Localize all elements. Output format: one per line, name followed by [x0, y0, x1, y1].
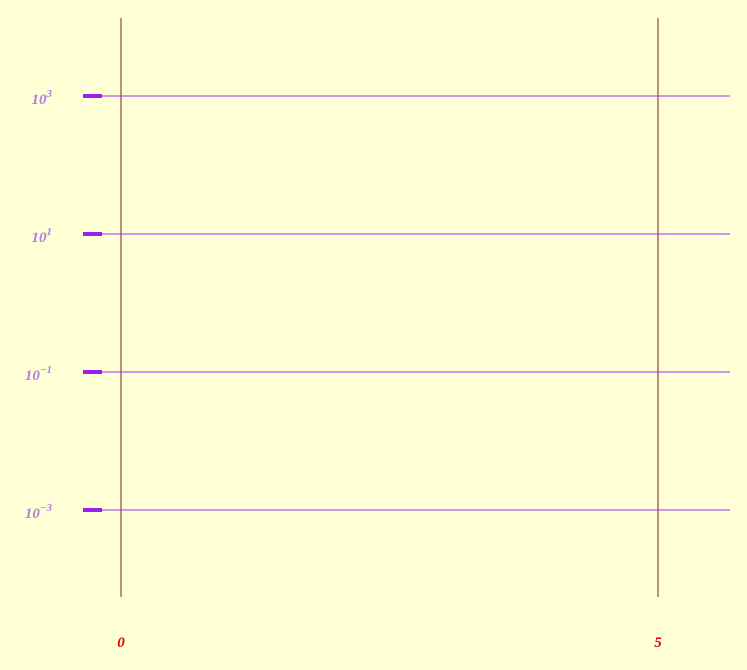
y-tick-mark	[83, 94, 102, 98]
vertical-gridlines	[120, 18, 659, 597]
y-tick-marks	[83, 94, 102, 512]
y-tick-mark	[83, 232, 102, 236]
y-tick-label: 10−3	[25, 502, 53, 522]
x-tick-label: 5	[654, 635, 662, 651]
y-tick-label: 103	[32, 88, 53, 108]
y-tick-labels: 103 101 10−1 10−3	[25, 88, 53, 522]
y-tick-mark	[83, 508, 102, 512]
y-tick-label: 10−1	[25, 364, 52, 384]
horizontal-gridlines	[84, 95, 730, 511]
x-tick-labels: 0510152025	[117, 635, 662, 651]
y-tick-mark	[83, 370, 102, 374]
x-tick-label: 0	[117, 635, 125, 651]
y-tick-label: 101	[32, 226, 53, 246]
